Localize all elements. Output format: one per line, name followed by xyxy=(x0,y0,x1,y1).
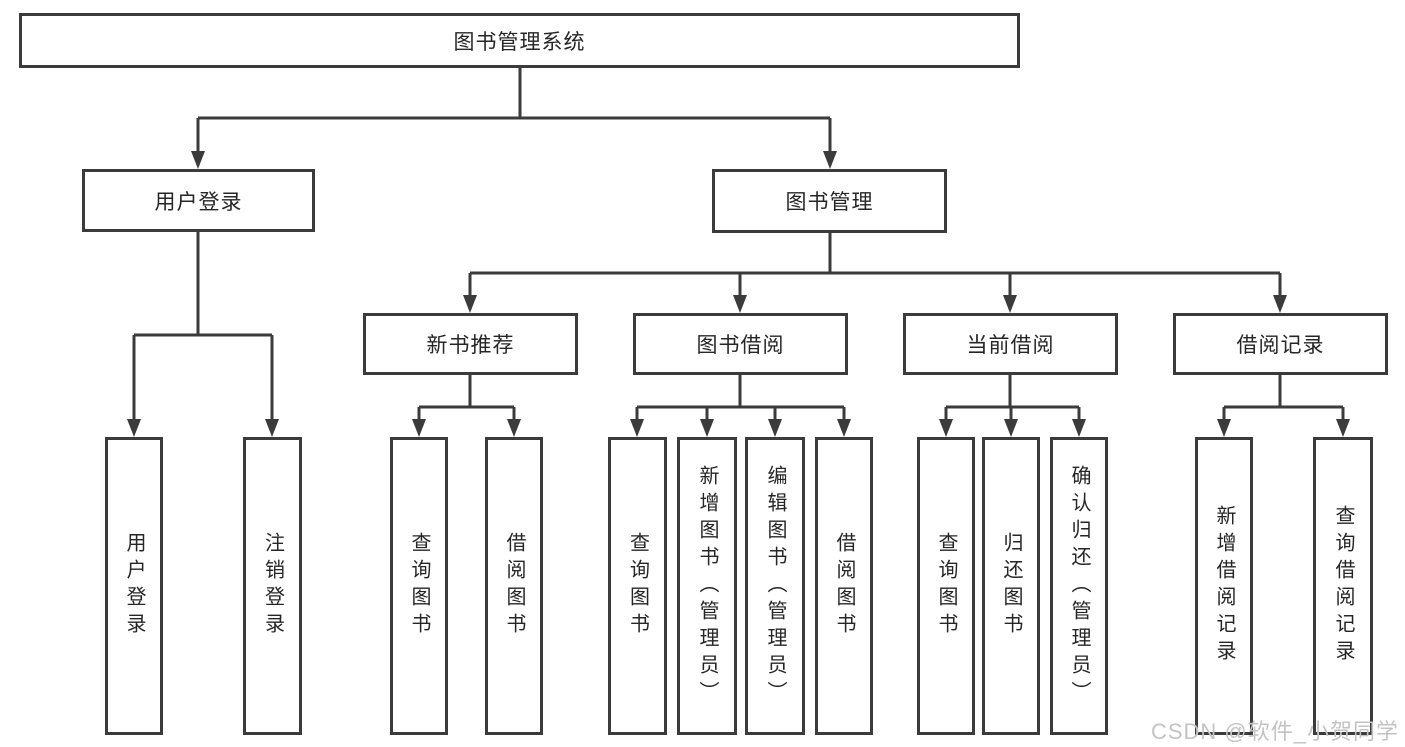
node-label: 用户登录 xyxy=(123,532,145,640)
csdn-watermark: CSDN @软件_小贺同学 xyxy=(1150,719,1399,744)
leaf-borrow-book: 借阅图书 xyxy=(815,437,873,735)
arrow-icon xyxy=(1273,295,1287,313)
leaf-recommend-borrow-book: 借阅图书 xyxy=(485,437,543,735)
node-label: 查询图书 xyxy=(935,532,957,640)
leaf-edit-book-admin: 编辑图书（管理员） xyxy=(745,437,805,735)
arrow-icon xyxy=(630,419,644,437)
leaf-confirm-return-admin: 确认归还（管理员） xyxy=(1050,437,1108,735)
arrow-icon xyxy=(1336,419,1350,437)
node-label: 查询借阅记录 xyxy=(1332,505,1354,667)
arrow-icon xyxy=(412,419,426,437)
node-label: 当前借阅 xyxy=(966,334,1055,357)
node-label: 图书借阅 xyxy=(696,334,785,357)
arrow-icon xyxy=(507,419,521,437)
arrow-icon xyxy=(1217,419,1231,437)
node-book-borrow: 图书借阅 xyxy=(633,313,848,375)
node-label: 图书管理系统 xyxy=(453,30,586,54)
arrow-icon xyxy=(191,151,205,169)
node-label: 借阅图书 xyxy=(503,532,525,640)
arrow-icon xyxy=(837,419,851,437)
node-label: 用户登录 xyxy=(154,190,243,214)
leaf-add-book-admin: 新增图书（管理员） xyxy=(677,437,737,735)
node-label: 借阅图书 xyxy=(833,532,855,640)
node-label: 注销登录 xyxy=(261,532,284,640)
node-label: 确认归还（管理员） xyxy=(1068,464,1090,708)
node-borrow-record: 借阅记录 xyxy=(1173,313,1388,375)
arrowheads xyxy=(127,151,1350,437)
leaf-user-login: 用户登录 xyxy=(105,437,163,735)
arrow-icon xyxy=(768,419,782,437)
node-label: 查询图书 xyxy=(626,532,649,640)
node-book-management: 图书管理 xyxy=(712,169,947,233)
node-label: 新增图书（管理员） xyxy=(696,464,718,708)
arrow-icon xyxy=(463,295,477,313)
leaf-borrow-query-book: 查询图书 xyxy=(608,437,667,735)
node-label: 编辑图书（管理员） xyxy=(764,464,786,708)
node-label: 查询图书 xyxy=(408,532,430,640)
leaf-query-borrow-record: 查询借阅记录 xyxy=(1313,437,1373,735)
leaf-recommend-query-book: 查询图书 xyxy=(390,437,448,735)
node-new-book-recommend: 新书推荐 xyxy=(363,313,578,375)
arrow-icon xyxy=(265,419,279,437)
arrow-icon xyxy=(1004,419,1018,437)
arrow-icon xyxy=(733,295,747,313)
arrow-icon xyxy=(700,419,714,437)
node-label: 图书管理 xyxy=(785,191,874,214)
leaf-return-book: 归还图书 xyxy=(982,437,1040,735)
arrow-icon xyxy=(939,419,953,437)
arrow-icon xyxy=(823,151,837,169)
connector-paths xyxy=(132,68,1345,421)
leaf-current-query-book: 查询图书 xyxy=(917,437,975,735)
node-label: 归还图书 xyxy=(1000,532,1022,640)
leaf-logout: 注销登录 xyxy=(243,437,302,735)
node-current-borrow: 当前借阅 xyxy=(903,313,1118,375)
node-label: 新书推荐 xyxy=(426,334,515,357)
node-label: 借阅记录 xyxy=(1236,334,1325,357)
leaf-add-borrow-record: 新增借阅记录 xyxy=(1195,437,1253,735)
node-label: 新增借阅记录 xyxy=(1213,505,1235,667)
arrow-icon xyxy=(1003,295,1017,313)
node-root-system: 图书管理系统 xyxy=(19,13,1020,68)
arrow-icon xyxy=(127,419,141,437)
arrow-icon xyxy=(1072,419,1086,437)
node-user-login: 用户登录 xyxy=(82,169,315,232)
